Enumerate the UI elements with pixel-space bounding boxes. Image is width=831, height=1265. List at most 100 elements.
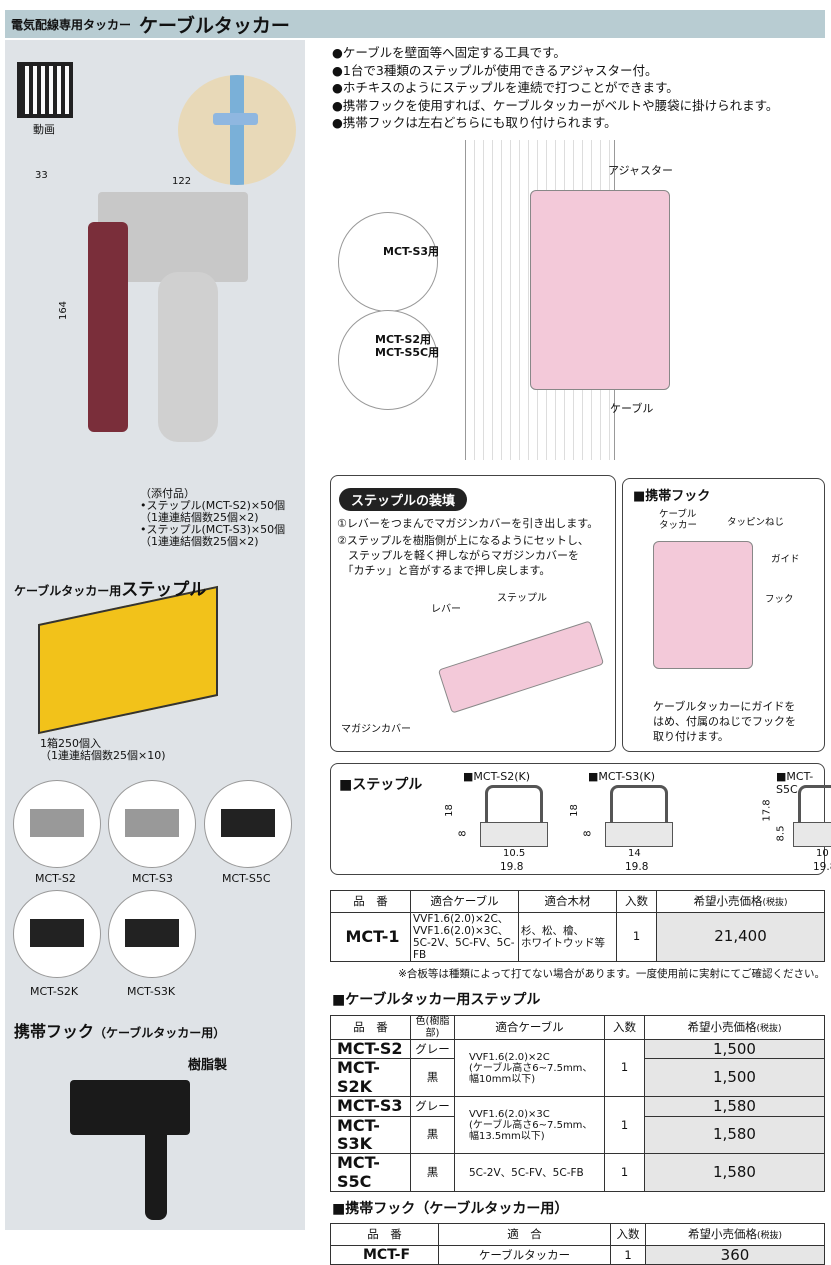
- color-cell: 黒: [410, 1058, 455, 1098]
- cable-line: (ケーブル高さ6~7.5mm、: [469, 1062, 593, 1074]
- dim-height: 18: [443, 804, 455, 817]
- dim-base: 8: [457, 830, 469, 837]
- hook-desc-line: はめ、付属のねじでフックを: [653, 715, 796, 728]
- feature-item: ●1台で3種類のステップルが使用できるアジャスター付。: [332, 62, 658, 78]
- price-cell: 1,500: [644, 1038, 825, 1060]
- th: 適合ケーブル: [410, 890, 519, 913]
- staple-dim-name: ■MCT-S2(K): [463, 770, 531, 783]
- cable-cell: VVF1.6(2.0)×2C(ケーブル高さ6~7.5mm、幅10mm以下): [454, 1038, 605, 1098]
- qr-label: 動画: [33, 123, 55, 136]
- cable-closeup-photo: [178, 75, 296, 185]
- qty-cell: 1: [604, 1038, 645, 1098]
- th: 入数: [604, 1015, 645, 1040]
- th: 入数: [616, 890, 657, 913]
- staple-label: MCT-S2: [35, 872, 76, 885]
- s3-label: MCT-S3用: [383, 245, 440, 258]
- dim-width: 19.8: [500, 861, 524, 873]
- hook-label: フック: [765, 594, 794, 605]
- th: 適合ケーブル: [454, 1015, 605, 1040]
- code-cell: MCT-F: [330, 1245, 439, 1265]
- qty-cell: 1: [610, 1245, 646, 1265]
- staple-label: MCT-S3: [132, 872, 173, 885]
- color-cell: グレー: [410, 1096, 455, 1117]
- staple-dims-box: ■ステップル: [330, 763, 825, 875]
- hook-heading: 携帯フック（ケーブルタッカー用）: [14, 1018, 225, 1042]
- staple-photo-mct-s3k: [108, 890, 196, 978]
- cable-line: VVF1.6(2.0)×3C: [469, 1108, 550, 1120]
- dim-base: 8.5: [775, 825, 787, 842]
- hook-desc: ケーブルタッカーにガイドをはめ、付属のねじでフックを取り付けます。: [653, 699, 796, 744]
- th-tax: (税抜): [762, 897, 788, 908]
- tacker-table: 品 番適合ケーブル適合木材入数希望小売価格(税抜) MCT-1 VVF1.6(2…: [330, 890, 825, 981]
- hook-box: ■携帯フック ケーブル タッカー タッピンねじ ガイド フック ケーブルタッカー…: [622, 478, 825, 752]
- loading-steps: ①レバーをつまんでマガジンカバーを引き出します。 ②ステップルを樹脂側が上になる…: [337, 516, 598, 578]
- hook-diagram: [653, 541, 753, 669]
- dim-width: 19.8: [625, 861, 649, 873]
- dim-inner: 10.5: [503, 848, 526, 859]
- code-cell: MCT-S3K: [330, 1115, 411, 1155]
- staple-dims-title: ■ステップル: [339, 777, 423, 793]
- staple-heading-big: ステップル: [121, 580, 207, 600]
- feature-list: ●ケーブルを壁面等へ固定する工具です。 ●1台で3種類のステップルが使用できるア…: [332, 44, 778, 132]
- qty-cell: 1: [604, 1096, 645, 1155]
- staple-wire-shape: [798, 785, 831, 825]
- color-cell: 黒: [410, 1115, 455, 1155]
- feature-item: ●携帯フックは左右どちらにも取り付けられます。: [332, 115, 617, 130]
- lever-label: レバー: [431, 604, 461, 615]
- accessory-item: •ステップル(MCT-S2)×50個: [140, 499, 286, 512]
- qr-code-icon[interactable]: [17, 62, 73, 118]
- feature-item: ●携帯フックを使用すれば、ケーブルタッカーがベルトや腰袋に掛けられます。: [332, 97, 779, 113]
- loading-title: ステップルの装填: [339, 488, 468, 511]
- wood-cell: 杉、松、檜、ホワイトウッド等: [518, 912, 617, 962]
- dim-height: 18: [568, 804, 580, 817]
- price-cell: 1,580: [644, 1153, 825, 1193]
- loading-step: ①レバーをつまんでマガジンカバーを引き出します。: [337, 517, 599, 530]
- th-price-label: 希望小売価格: [687, 1226, 757, 1241]
- loading-step: 「カチッ」と音がするまで押し戻します。: [337, 564, 551, 577]
- dim-width: 33: [35, 170, 48, 181]
- cable-line: VVF1.6(2.0)×3C、: [413, 925, 509, 937]
- hook-desc-line: 取り付けます。: [653, 730, 729, 743]
- table-row: MCT-1 VVF1.6(2.0)×2C、VVF1.6(2.0)×3C、5C-2…: [330, 912, 825, 962]
- cable-cell: 5C-2V、5C-FV、5C-FB: [454, 1153, 605, 1193]
- cable-line: 幅10mm以下): [469, 1073, 536, 1085]
- accessory-item: •ステップル(MCT-S3)×50個: [140, 523, 286, 536]
- price-cell: 21,400: [656, 912, 825, 962]
- th: 適合木材: [518, 890, 617, 913]
- dim-height: 17.8: [761, 799, 773, 822]
- cable-cell: VVF1.6(2.0)×3C(ケーブル高さ6~7.5mm、幅13.5mm以下): [454, 1096, 605, 1155]
- tacker-diagram: [530, 190, 670, 390]
- table-note: ※合板等は種類によって打てない場合があります。一度使用前に実射にてご確認ください…: [398, 968, 825, 980]
- staple-photo-mct-s2k: [13, 890, 101, 978]
- tacker-label: ケーブル タッカー: [659, 509, 698, 531]
- fit-cell: ケーブルタッカー: [438, 1245, 611, 1265]
- th: 入数: [610, 1223, 646, 1247]
- staple-label: MCT-S2K: [30, 985, 79, 998]
- code-cell: MCT-S2K: [330, 1058, 411, 1098]
- staple-label: MCT-S5C: [222, 872, 271, 885]
- s2-label: MCT-S2用: [375, 333, 432, 346]
- th: 品 番: [330, 1015, 411, 1040]
- adjuster-label: アジャスター: [608, 164, 674, 177]
- loading-step: ②ステップルを樹脂側が上になるようにセットし、: [337, 534, 589, 547]
- th-price-label: 希望小売価格: [687, 1019, 757, 1034]
- s3-detail-circle: [338, 212, 438, 312]
- hook-heading-sub: （ケーブルタッカー用）: [94, 1026, 226, 1040]
- price-cell: 1,580: [644, 1096, 825, 1117]
- color-cell: 黒: [410, 1153, 455, 1193]
- s5c-label: MCT-S5C用: [375, 346, 440, 359]
- s2-detail-circle: [338, 310, 438, 410]
- box-note-line: （1連連結個数25個×10): [40, 749, 166, 762]
- hook-material: 樹脂製: [188, 1058, 228, 1073]
- th-tax: (税抜): [756, 1230, 783, 1241]
- cable-label: ケーブル: [610, 402, 654, 415]
- color-cell: グレー: [410, 1038, 455, 1060]
- cable-line: (ケーブル高さ6~7.5mm、: [469, 1119, 593, 1131]
- staple-label: MCT-S3K: [127, 985, 176, 998]
